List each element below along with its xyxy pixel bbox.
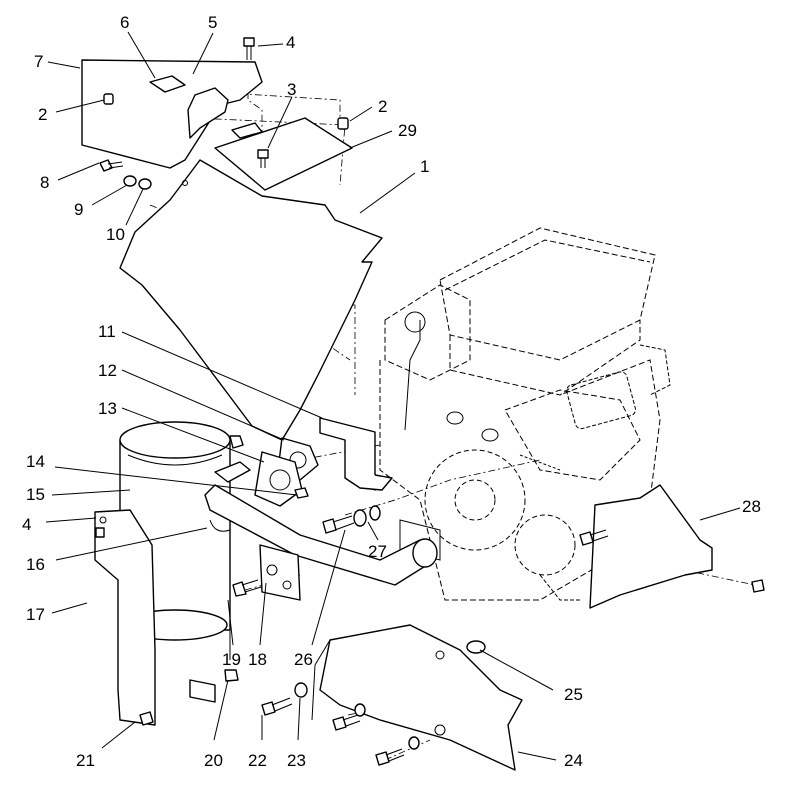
callout-5: 5 — [208, 13, 217, 32]
part-5-bracket — [187, 87, 229, 139]
callout-8: 8 — [40, 173, 49, 192]
callout-20: 20 — [204, 751, 223, 770]
leader-lines — [45, 31, 741, 761]
part-14-clamp — [214, 461, 251, 483]
part-29-bracket-plate — [214, 117, 353, 191]
callout-9: 9 — [74, 200, 83, 219]
callout-18: 18 — [248, 650, 267, 669]
callout-29: 29 — [398, 121, 417, 140]
callout-15: 15 — [26, 485, 45, 504]
part-20-tab — [189, 679, 216, 703]
callout-6: 6 — [120, 13, 129, 32]
callout-4-left: 4 — [22, 515, 31, 534]
callout-10: 10 — [106, 225, 125, 244]
callout-16: 16 — [26, 555, 45, 574]
callout-2-left: 2 — [38, 105, 47, 124]
callout-11: 11 — [98, 322, 116, 341]
part-28-shield — [589, 484, 713, 609]
callout-7: 7 — [34, 52, 43, 71]
callout-4-top: 4 — [286, 33, 295, 52]
part-17-shield — [94, 509, 156, 726]
callout-22: 22 — [248, 751, 267, 770]
callout-19: 19 — [222, 650, 241, 669]
callout-13: 13 — [98, 399, 117, 418]
callout-12: 12 — [98, 361, 117, 380]
part-6-plate — [149, 75, 186, 93]
callout-27: 27 — [368, 542, 387, 561]
callout-21: 21 — [76, 751, 95, 770]
fasteners — [95, 37, 765, 766]
callout-14: 14 — [26, 452, 45, 471]
part-1-main-shield — [119, 159, 383, 441]
callout-24: 24 — [564, 751, 583, 770]
callout-17: 17 — [26, 605, 45, 624]
part-13-flange — [254, 451, 303, 507]
callout-25: 25 — [564, 685, 583, 704]
part-24-lower-shield — [319, 624, 523, 771]
callout-labels: 1 2 2 3 4 4 5 6 7 8 9 10 11 12 13 14 15 … — [22, 13, 761, 770]
callout-23: 23 — [287, 751, 306, 770]
part-18-plate — [259, 544, 301, 601]
callout-26: 26 — [294, 650, 313, 669]
callout-2-right: 2 — [378, 97, 387, 116]
callout-3: 3 — [287, 80, 296, 99]
callout-1: 1 — [420, 157, 429, 176]
engine — [379, 227, 671, 601]
callout-28: 28 — [742, 497, 761, 516]
